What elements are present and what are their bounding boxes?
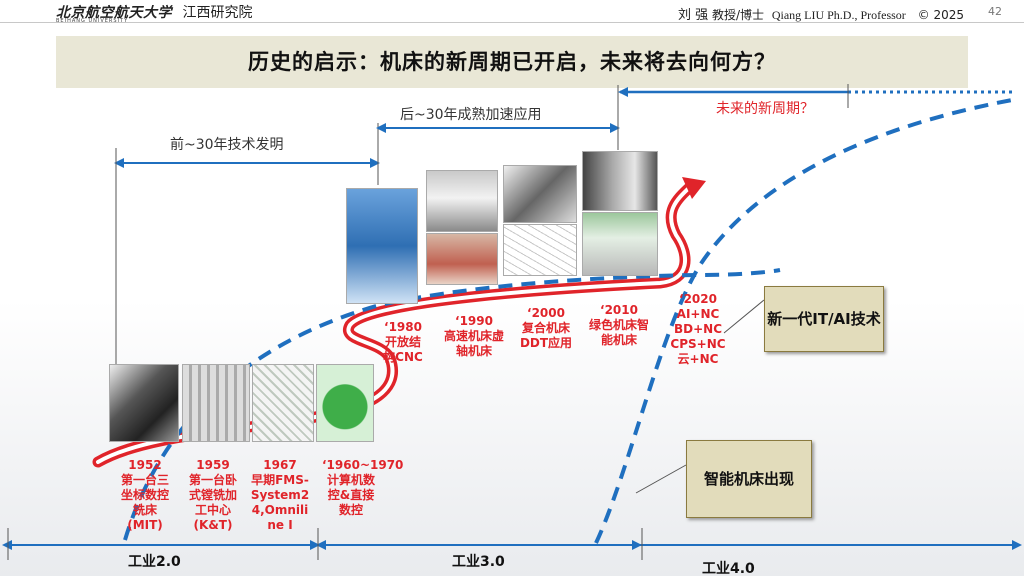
header-branding: 北京航空航天大学 BEIHANG UNIVERSITY 江西研究院 — [56, 2, 253, 24]
era-label-industry-3: 工业3.0 — [452, 554, 505, 570]
photo-2000-ddt-drawing — [503, 224, 577, 276]
span-label-front: 前~30年技术发明 — [170, 137, 284, 153]
box-smart-machine-tools: 智能机床出现 — [686, 440, 812, 518]
title-bar — [56, 36, 968, 88]
box-connector-line — [723, 299, 765, 334]
copyright: © 2025 — [917, 8, 964, 22]
blue-dashed-curve-2 — [594, 98, 1013, 544]
photo-1959-machining-center — [182, 364, 250, 442]
box-new-gen-it-ai: 新一代IT/AI技术 — [764, 286, 884, 352]
university-logo-sub: BEIHANG UNIVERSITY — [56, 18, 129, 24]
header-divider — [0, 22, 1024, 23]
photo-2010-smart-machine — [582, 212, 658, 276]
photo-1980-open-cnc — [346, 188, 418, 304]
page-number: 42 — [988, 5, 1002, 18]
photo-2000-compound-machine — [503, 165, 577, 223]
author-title: 教授/博士 — [711, 8, 764, 22]
era-label-industry-4: 工业4.0 — [702, 561, 755, 577]
photo-1960-cnc-machine — [316, 364, 374, 442]
photo-1967-fms-system — [252, 364, 314, 442]
photo-2010-green-machine — [582, 151, 658, 211]
university-logo: 北京航空航天大学 — [56, 5, 172, 21]
photo-1990-high-speed-machine — [426, 170, 498, 232]
span-label-back: 后~30年成熟加速应用 — [400, 107, 542, 123]
author-name: 刘 强 — [677, 8, 709, 23]
photo-1990-parallel-machine — [426, 233, 498, 285]
photo-1952-milling-machine — [109, 364, 179, 442]
span-label-future: 未来的新周期？ — [716, 101, 814, 117]
author-english-name: Qiang LIU Ph.D., Professor — [771, 8, 906, 22]
box-connector-line — [635, 464, 687, 494]
slide-title: 历史的启示：机床的新周期已开启，未来将去向何方？ — [248, 50, 776, 74]
red-curve-arrowhead — [682, 177, 706, 199]
institute-name: 江西研究院 — [182, 5, 253, 21]
author-info: 刘 强 教授/博士 Qiang LIU Ph.D., Professor © 2… — [678, 4, 964, 23]
era-label-industry-2: 工业2.0 — [128, 554, 181, 570]
